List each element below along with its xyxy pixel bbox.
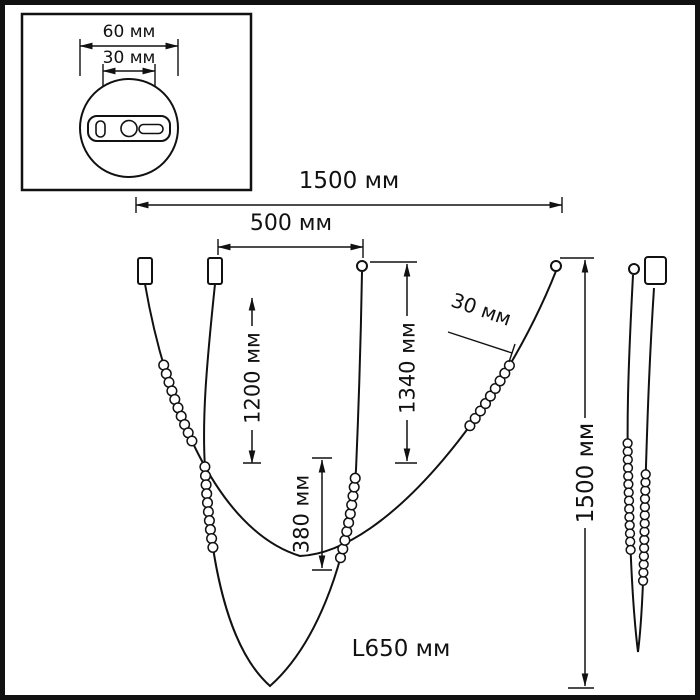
ceiling-fitting-1	[137, 257, 153, 285]
mount-hole-center	[120, 119, 138, 138]
dim-label-mount-spacing: 30 мм	[103, 48, 156, 68]
label-mask	[572, 418, 598, 528]
inset-canopy-view: 60 мм 30 мм	[20, 12, 253, 192]
label-cord-length: L650 мм	[352, 636, 451, 662]
bead	[640, 469, 651, 480]
bead	[469, 412, 481, 424]
label-mask	[394, 316, 420, 420]
bead	[343, 517, 355, 529]
bead	[484, 390, 496, 402]
hang-point-4	[550, 260, 562, 272]
bead	[204, 524, 216, 536]
bead-strings	[158, 359, 651, 586]
dim-total-height: 1500 мм	[560, 257, 599, 689]
bead	[203, 515, 215, 527]
ceiling-fitting-2	[207, 257, 223, 285]
bead	[489, 382, 501, 395]
bead	[199, 461, 211, 473]
bead	[344, 508, 356, 520]
bead	[202, 506, 214, 518]
bead	[503, 359, 515, 372]
dim-label-drop-left: 1200 мм	[241, 332, 265, 424]
side-hang-point	[628, 263, 640, 275]
dim-total-width: 1500 мм	[135, 168, 563, 213]
bead	[207, 541, 219, 553]
cable-side-view	[626, 274, 655, 653]
bead	[199, 470, 212, 482]
cable-deep-loop	[203, 271, 363, 688]
extension-line	[508, 343, 516, 363]
inset-box	[20, 12, 253, 192]
bead	[206, 532, 218, 545]
label-mask	[239, 326, 265, 430]
bead	[625, 544, 636, 556]
bead	[339, 534, 351, 546]
bead	[464, 420, 476, 432]
dim-label-total-height: 1500 мм	[573, 423, 599, 524]
bead	[200, 479, 212, 491]
bead	[348, 481, 360, 493]
dim-drop-middle: 1340 мм	[370, 261, 420, 464]
bead	[349, 472, 361, 484]
dim-label-drop-middle: 1340 мм	[396, 322, 420, 414]
fixture-side-view	[626, 256, 667, 653]
dim-sag-depth: 380 мм	[290, 457, 332, 571]
bead	[201, 497, 214, 509]
dim-label-total-width: 1500 мм	[299, 168, 400, 194]
dim-bead-diameter: 30 мм	[447, 288, 516, 363]
bead	[479, 398, 492, 410]
leader-line	[447, 331, 513, 354]
mount-slot-right	[138, 123, 164, 135]
side-ceiling-fitting	[644, 256, 667, 285]
bead	[474, 405, 486, 417]
hang-point-3	[356, 260, 368, 272]
mount-hole-left	[95, 120, 106, 138]
bead	[186, 435, 198, 447]
bead	[347, 490, 359, 502]
dim-label-sag-depth: 380 мм	[290, 475, 314, 553]
bead	[341, 525, 353, 538]
dim-label-canopy-width: 60 мм	[103, 22, 156, 42]
dim-label-bead-diameter: 30 мм	[448, 288, 514, 331]
dim-inner-spacing: 500 мм	[217, 211, 364, 258]
bead	[201, 488, 213, 500]
dim-drop-left: 1200 мм	[239, 297, 265, 464]
bead	[346, 499, 358, 511]
dim-label-inner-spacing: 500 мм	[250, 211, 332, 236]
